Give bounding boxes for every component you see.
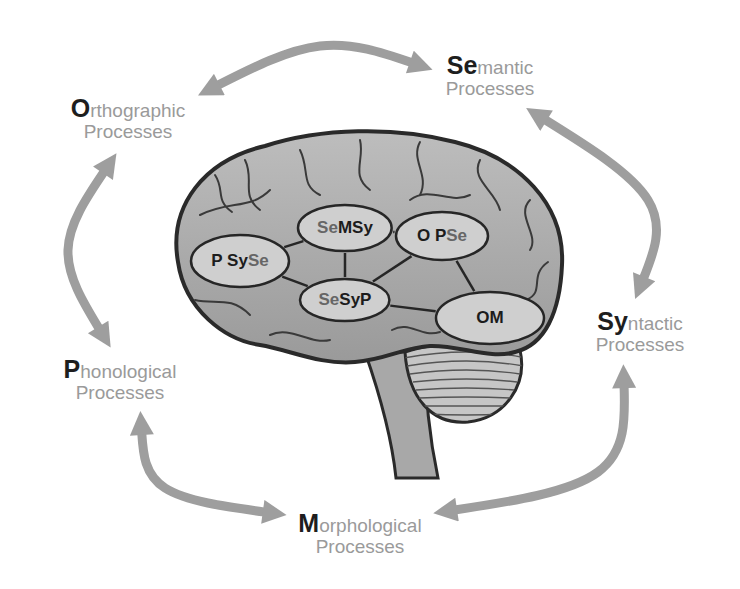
sulcus [245,160,260,210]
text-part: O [71,94,90,122]
link-line [344,253,347,277]
cerebrum [176,131,562,362]
text-part: Se [446,226,467,245]
sulcus [359,140,370,190]
sulcus [200,190,270,215]
process-ellipse: SeSyP [298,277,391,323]
text-part: MSy [338,218,373,237]
ellipse-shape [298,205,392,251]
process-code: OM [476,308,503,328]
text-part: M [298,509,319,537]
process-arrow [217,45,412,85]
process-label: Orthographic Processes [67,96,190,144]
sulcus [270,332,330,341]
link-line [282,277,307,286]
link-line [457,261,475,291]
folia-stroke [422,405,508,406]
cerebellum-folia [404,352,526,415]
process-arrow [142,433,265,512]
text-part: Se [248,251,269,270]
process-label: Morphological Processes [294,511,425,559]
text-part: Se [447,51,478,79]
folia-stroke [410,370,520,374]
process-ellipse: O PSe [394,210,490,262]
process-name: Phonological Processes [64,359,177,403]
link-line [390,306,435,312]
process-name: Syntactic Processes [596,311,685,355]
text-part: O P [417,226,446,245]
sulcus [195,300,250,315]
process-arrow [68,171,104,329]
link-line [393,231,394,234]
process-name: Morphological Processes [298,513,421,557]
folia-stroke [425,414,505,415]
process-ellipse: SeMSy [296,203,394,253]
folia-stroke [407,361,523,366]
text-part: OM [476,308,503,327]
link-line [373,256,412,281]
process-ellipse: OM [434,290,546,346]
text-part: Se [319,290,340,309]
sulcus [525,200,532,250]
process-name: Semantic Processes [446,55,535,99]
process-name: Orthographic Processes [71,98,186,142]
ellipse-shape [300,279,389,321]
ellipse-shape [191,235,289,287]
text-part: orphological Processes [316,515,422,557]
sulcus [478,160,500,210]
ellipse-shape [436,292,544,344]
text-part: rthographic Processes [84,100,186,142]
folia-stroke [419,397,511,398]
process-label: Semantic Processes [442,53,539,101]
process-arrow [544,119,656,279]
sulcus [392,327,440,333]
sulcus [215,175,232,212]
process-code: O PSe [417,226,467,246]
text-part: P [64,355,81,383]
process-label: Phonological Processes [60,357,181,405]
text-part: honological Processes [76,361,177,403]
sulcus [526,262,548,300]
process-label: Syntactic Processes [592,309,689,357]
text-part: Se [317,218,338,237]
process-ellipse: P SySe [189,233,291,289]
process-code: SeSyP [319,290,372,310]
folia-stroke [413,379,517,382]
text-part: P Sy [211,251,248,270]
process-arrow [455,386,625,510]
link-line [284,241,303,247]
sulcus [417,142,423,195]
sulcus [300,150,320,195]
ellipse-shape [396,212,488,260]
process-code: P SySe [211,251,268,271]
process-code: SeMSy [317,218,373,238]
folia-stroke [416,388,514,390]
text-part: Sy [597,307,628,335]
text-part: SyP [339,290,371,309]
sulcus [410,194,470,200]
